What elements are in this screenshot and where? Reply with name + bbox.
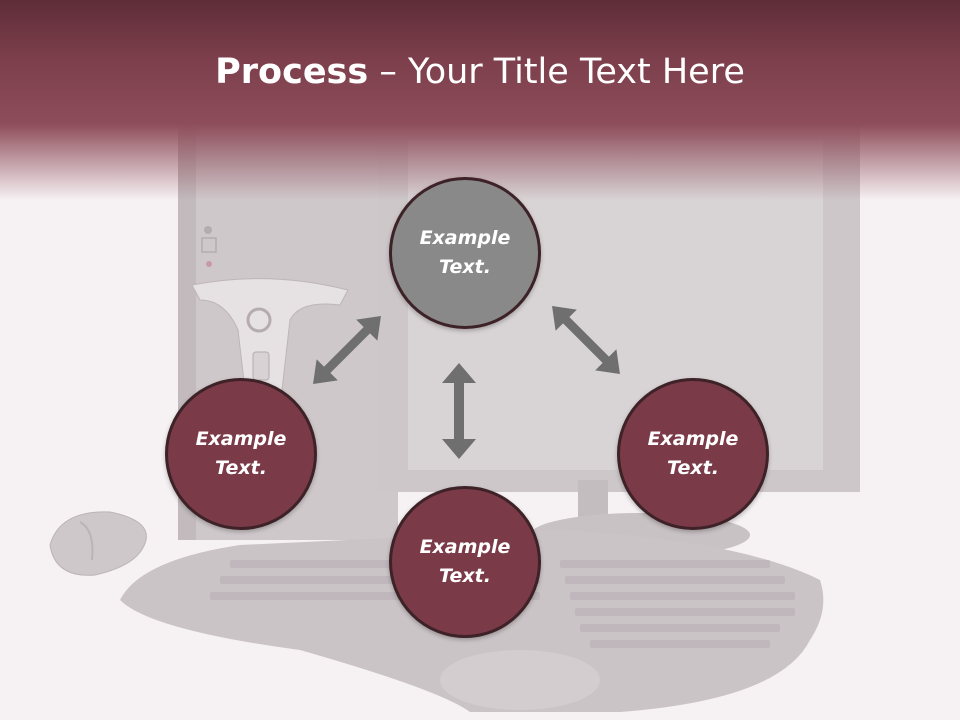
- process-node-left[interactable]: Example Text.: [165, 378, 317, 530]
- double-arrow-icon: [552, 306, 620, 374]
- process-node-top[interactable]: Example Text.: [389, 177, 541, 329]
- title-band: [0, 0, 960, 200]
- node-bottom-text: Example Text.: [419, 536, 511, 587]
- double-arrow-icon: [313, 316, 381, 384]
- title-rest: – Your Title Text Here: [368, 52, 745, 92]
- mouse-shape: [49, 511, 147, 576]
- process-node-right[interactable]: Example Text.: [617, 378, 769, 530]
- node-right-text: Example Text.: [647, 428, 739, 479]
- node-left-text: Example Text.: [195, 428, 287, 479]
- node-top-text: Example Text.: [419, 227, 511, 278]
- process-node-bottom[interactable]: Example Text.: [389, 486, 541, 638]
- double-arrow-icon: [442, 363, 476, 459]
- title-strong: Process: [215, 52, 369, 92]
- slide-title: Process – Your Title Text Here: [0, 52, 960, 92]
